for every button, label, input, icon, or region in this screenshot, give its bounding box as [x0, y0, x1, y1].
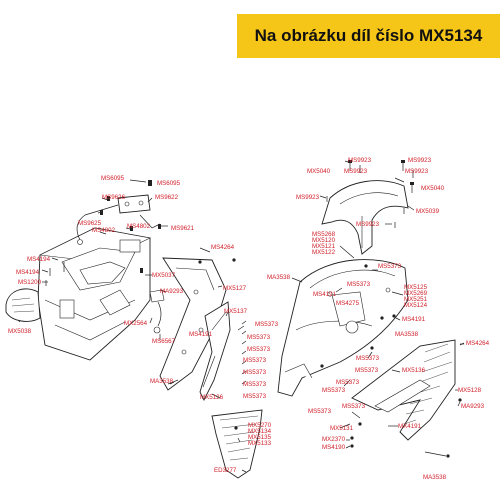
- label-mx5038: MX5038: [8, 328, 32, 335]
- label-mx2564: MX2564: [124, 320, 148, 327]
- label-ma9293-b: MA9293: [461, 403, 485, 410]
- label-ms5373-r3: MS5373: [356, 355, 380, 362]
- grab-rail: [321, 160, 414, 255]
- label-ms5373-r5: MS5373: [336, 379, 360, 386]
- label-ms5373-r8: MS5373: [308, 408, 332, 415]
- label-ms9625: MS9625: [78, 220, 102, 227]
- part-labels: MS6095 MS6095 MS9626 MS9622 MS9625 MS480…: [8, 157, 490, 481]
- label-mx5134: MX5134: [248, 428, 272, 435]
- label-mx5120: MX5120: [312, 237, 336, 244]
- label-mx5270: MX5270: [248, 422, 272, 429]
- label-ms9923-d: MS9923: [405, 168, 429, 175]
- label-ms5373-r6: MS5373: [322, 387, 346, 394]
- label-mx5137: MX5137: [224, 308, 248, 315]
- label-ms5373-r1: MS5373: [378, 263, 402, 270]
- label-ms5373-6: MS5373: [243, 381, 267, 388]
- label-mx5127: MX5127: [223, 285, 247, 292]
- label-ms9923-c: MS9923: [344, 168, 368, 175]
- label-ms4264-a: MS4264: [211, 244, 235, 251]
- label-mx5269: MX5269: [404, 290, 428, 297]
- label-ms9626: MS9626: [102, 194, 126, 201]
- label-ms5373-7: MS5373: [243, 393, 267, 400]
- rear-body-panel: [277, 259, 465, 458]
- banner-title: Na obrázku díl číslo MX5134: [254, 26, 483, 45]
- label-ms6095-b: MS6095: [157, 180, 181, 187]
- label-ms9621: MS9621: [171, 225, 195, 232]
- label-ms9923-b: MS9923: [408, 157, 432, 164]
- label-mx5136: MX5136: [402, 367, 426, 374]
- label-mx5121: MX5121: [312, 243, 336, 250]
- label-ms4275: MS4275: [336, 300, 360, 307]
- label-ma3538-b: MA3538: [267, 274, 291, 281]
- label-ms5373-3: MS5373: [247, 346, 271, 353]
- label-ms6567: MS6567: [152, 338, 176, 345]
- label-mx5131: MX5131: [330, 425, 354, 432]
- label-ms4264-b: MS4264: [466, 340, 490, 347]
- label-ms4194-b: MS4194: [16, 269, 40, 276]
- leader-lines: [17, 160, 464, 473]
- label-ms5268: MS5268: [312, 231, 336, 238]
- label-ed3277: ED3277: [214, 467, 237, 474]
- label-mx5039: MX5039: [416, 208, 440, 215]
- label-ms4191-a: MS4191: [189, 331, 213, 338]
- label-ma9293-a: MA9293: [160, 288, 184, 295]
- label-mx5040-a: MX5040: [307, 168, 331, 175]
- label-ms5373-4: MS5373: [243, 357, 267, 364]
- label-ms9923-f: MS9923: [356, 221, 380, 228]
- label-ms5373-r2: MS5373: [347, 281, 371, 288]
- label-mx5128: MX5128: [458, 387, 482, 394]
- left-side-trim: [159, 257, 247, 402]
- label-mx4191-r: MX4191: [398, 423, 422, 430]
- label-mx5125: MX5125: [404, 284, 428, 291]
- label-ms5373-r4: MS5373: [355, 367, 379, 374]
- label-mx5037: MX5037: [152, 272, 176, 279]
- label-ms1200: MS1200: [18, 279, 42, 286]
- label-mx5124: MX5124: [404, 302, 428, 309]
- label-mx5135: MX5135: [248, 434, 272, 441]
- label-ms4194-a: MS4194: [27, 256, 51, 263]
- label-mx5126: MX5126: [200, 394, 224, 401]
- label-ma3538-c: MA3538: [395, 331, 419, 338]
- label-ms6095-a: MS6095: [101, 175, 125, 182]
- helmet-box-assembly: [5, 180, 165, 361]
- label-mx5251: MX5251: [404, 296, 428, 303]
- label-ma3538-d: MA3538: [423, 474, 447, 481]
- label-ms4802-b: MS4802: [127, 223, 151, 230]
- label-ms5373-r7: MS5373: [342, 403, 366, 410]
- label-mx5122: MX5122: [312, 249, 336, 256]
- label-ms4190: MS4190: [322, 444, 346, 451]
- rear-license-panel-mx5134: [211, 409, 263, 479]
- label-mx2370: MX2370: [322, 436, 346, 443]
- label-ms5373-5: MS5373: [243, 369, 267, 376]
- label-mx5040-b: MX5040: [421, 185, 445, 192]
- label-ms9923-a: MS9923: [348, 157, 372, 164]
- label-ma3538-a: MA3538: [150, 378, 174, 385]
- label-ms5373-1: MS5373: [255, 321, 279, 328]
- label-mx5133: MX5133: [248, 440, 272, 447]
- label-ms9923-e: MS9923: [296, 194, 320, 201]
- label-ms9622: MS9622: [155, 194, 179, 201]
- part-number-banner: Na obrázku díl číslo MX5134: [237, 14, 500, 58]
- label-ms4802-a: MS4802: [92, 227, 116, 234]
- label-ms4191-b: MS4191: [313, 291, 337, 298]
- label-ms5373-2: MS5373: [247, 334, 271, 341]
- label-ms4191-c: MS4191: [402, 316, 426, 323]
